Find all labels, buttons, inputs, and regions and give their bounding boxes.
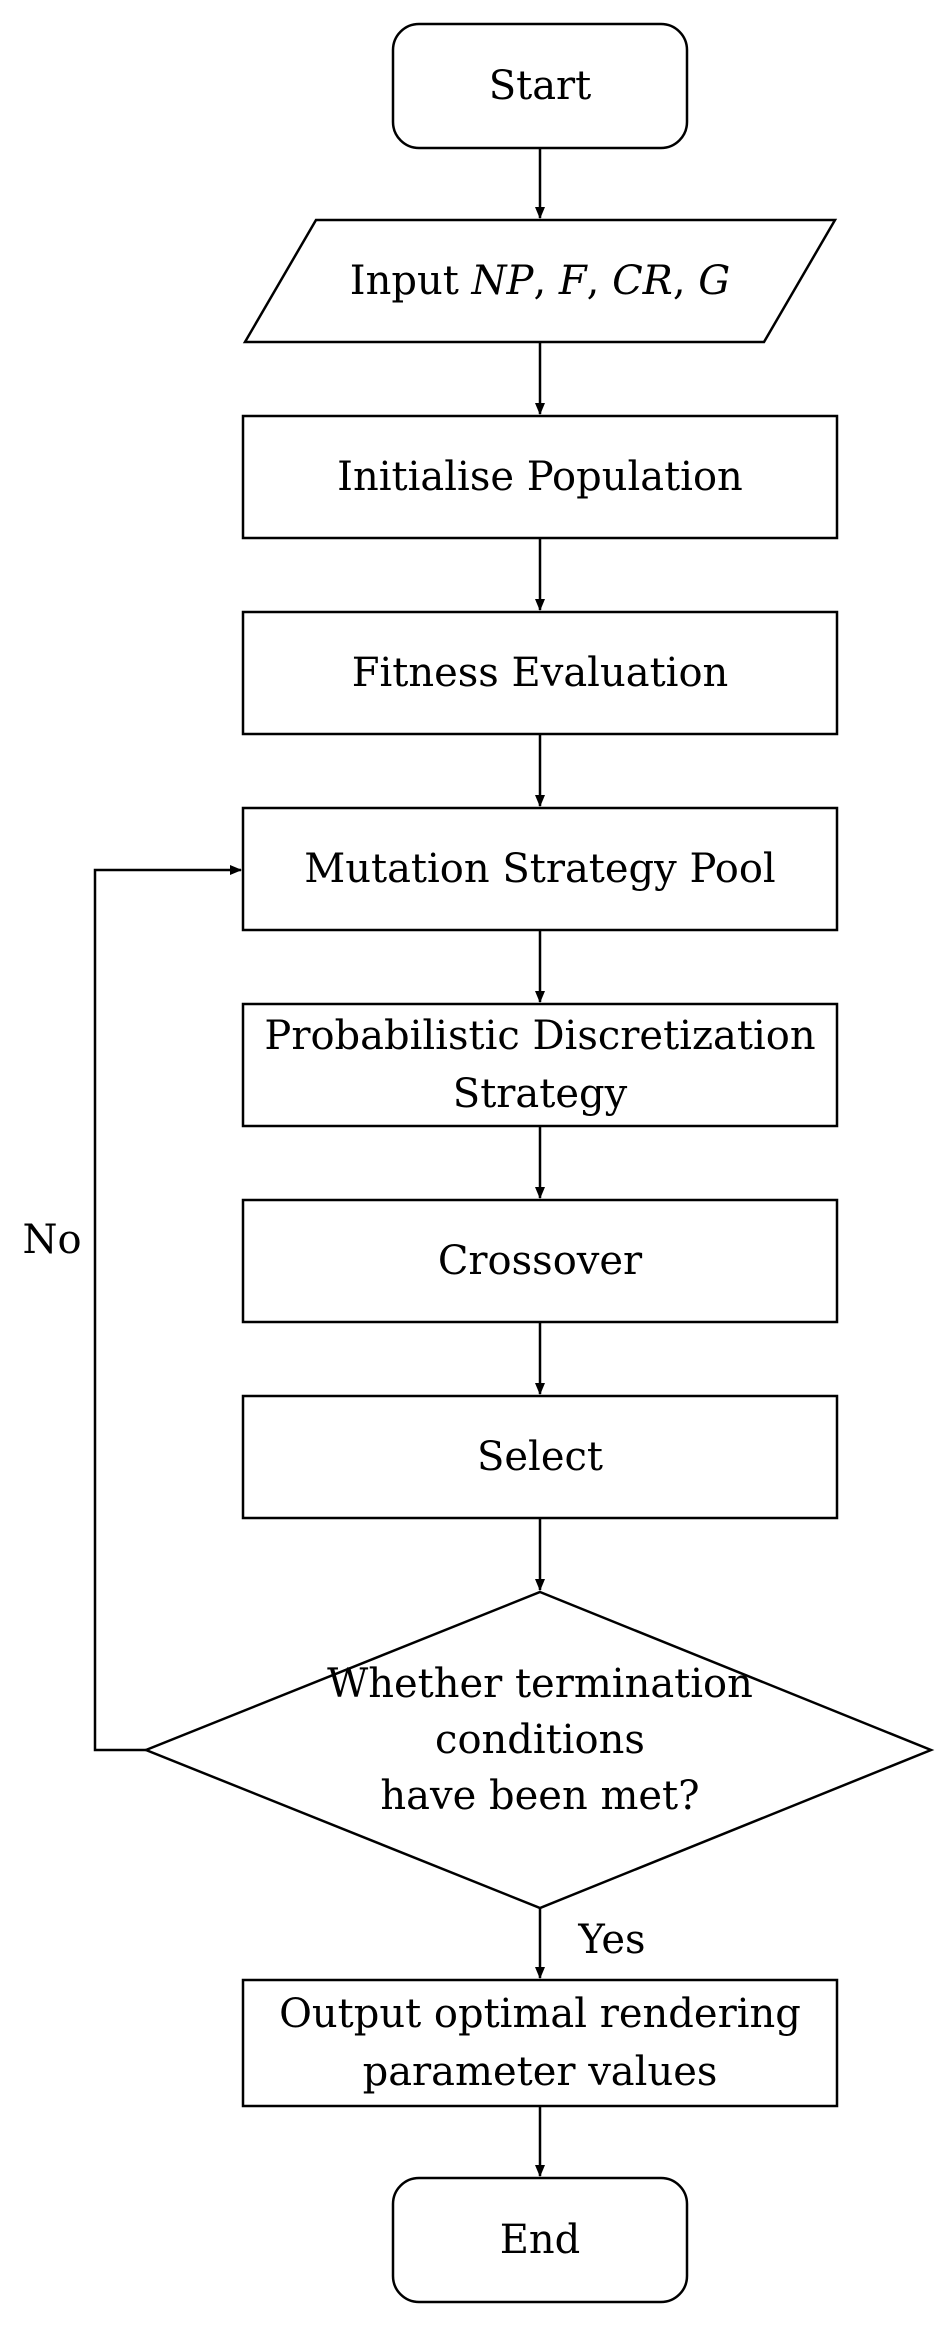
arrow-no-loop-back xyxy=(93,865,242,1752)
output-label-line2: parameter values xyxy=(363,2049,718,2095)
param-sep-1: , xyxy=(533,258,558,304)
param-g: G xyxy=(698,258,730,304)
discretization-label-line2: Strategy xyxy=(453,1071,628,1117)
output-label-line1: Output optimal rendering xyxy=(279,1991,801,2037)
decision-label-line1: Whether termination xyxy=(327,1661,753,1707)
end-label: End xyxy=(500,2217,581,2263)
fitness-node: Fitness Evaluation xyxy=(241,610,839,736)
decision-node: Whether termination conditions have been… xyxy=(142,1590,935,1910)
connectors xyxy=(93,148,545,2177)
discretization-node: Probabilistic Discretization Strategy xyxy=(241,1002,839,1128)
start-label: Start xyxy=(489,63,592,109)
param-sep-3: , xyxy=(673,258,698,304)
param-sep-2: , xyxy=(587,258,612,304)
select-node: Select xyxy=(241,1394,839,1520)
crossover-node: Crossover xyxy=(241,1198,839,1324)
decision-label-line2: conditions xyxy=(435,1717,645,1763)
end-node: End xyxy=(391,2176,689,2304)
mutation-node: Mutation Strategy Pool xyxy=(241,806,839,932)
decision-label-line3: have been met? xyxy=(380,1773,699,1819)
param-cr: CR xyxy=(612,258,673,304)
param-np: NP xyxy=(471,258,535,304)
initialise-node: Initialise Population xyxy=(241,414,839,540)
fitness-label: Fitness Evaluation xyxy=(352,650,729,696)
edge-label-no: No xyxy=(22,1217,81,1263)
input-node: Input NP, F, CR, G xyxy=(242,218,838,344)
input-label: Input NP, F, CR, G xyxy=(350,258,730,304)
edge-label-yes: Yes xyxy=(577,1917,645,1963)
discretization-label-line1: Probabilistic Discretization xyxy=(264,1013,815,1059)
mutation-label: Mutation Strategy Pool xyxy=(304,846,775,892)
start-node: Start xyxy=(391,22,689,150)
initialise-label: Initialise Population xyxy=(337,454,743,500)
param-f: F xyxy=(558,258,588,304)
select-label: Select xyxy=(477,1434,603,1480)
output-node: Output optimal rendering parameter value… xyxy=(241,1978,839,2108)
input-prefix: Input xyxy=(350,258,472,304)
crossover-label: Crossover xyxy=(438,1238,643,1284)
